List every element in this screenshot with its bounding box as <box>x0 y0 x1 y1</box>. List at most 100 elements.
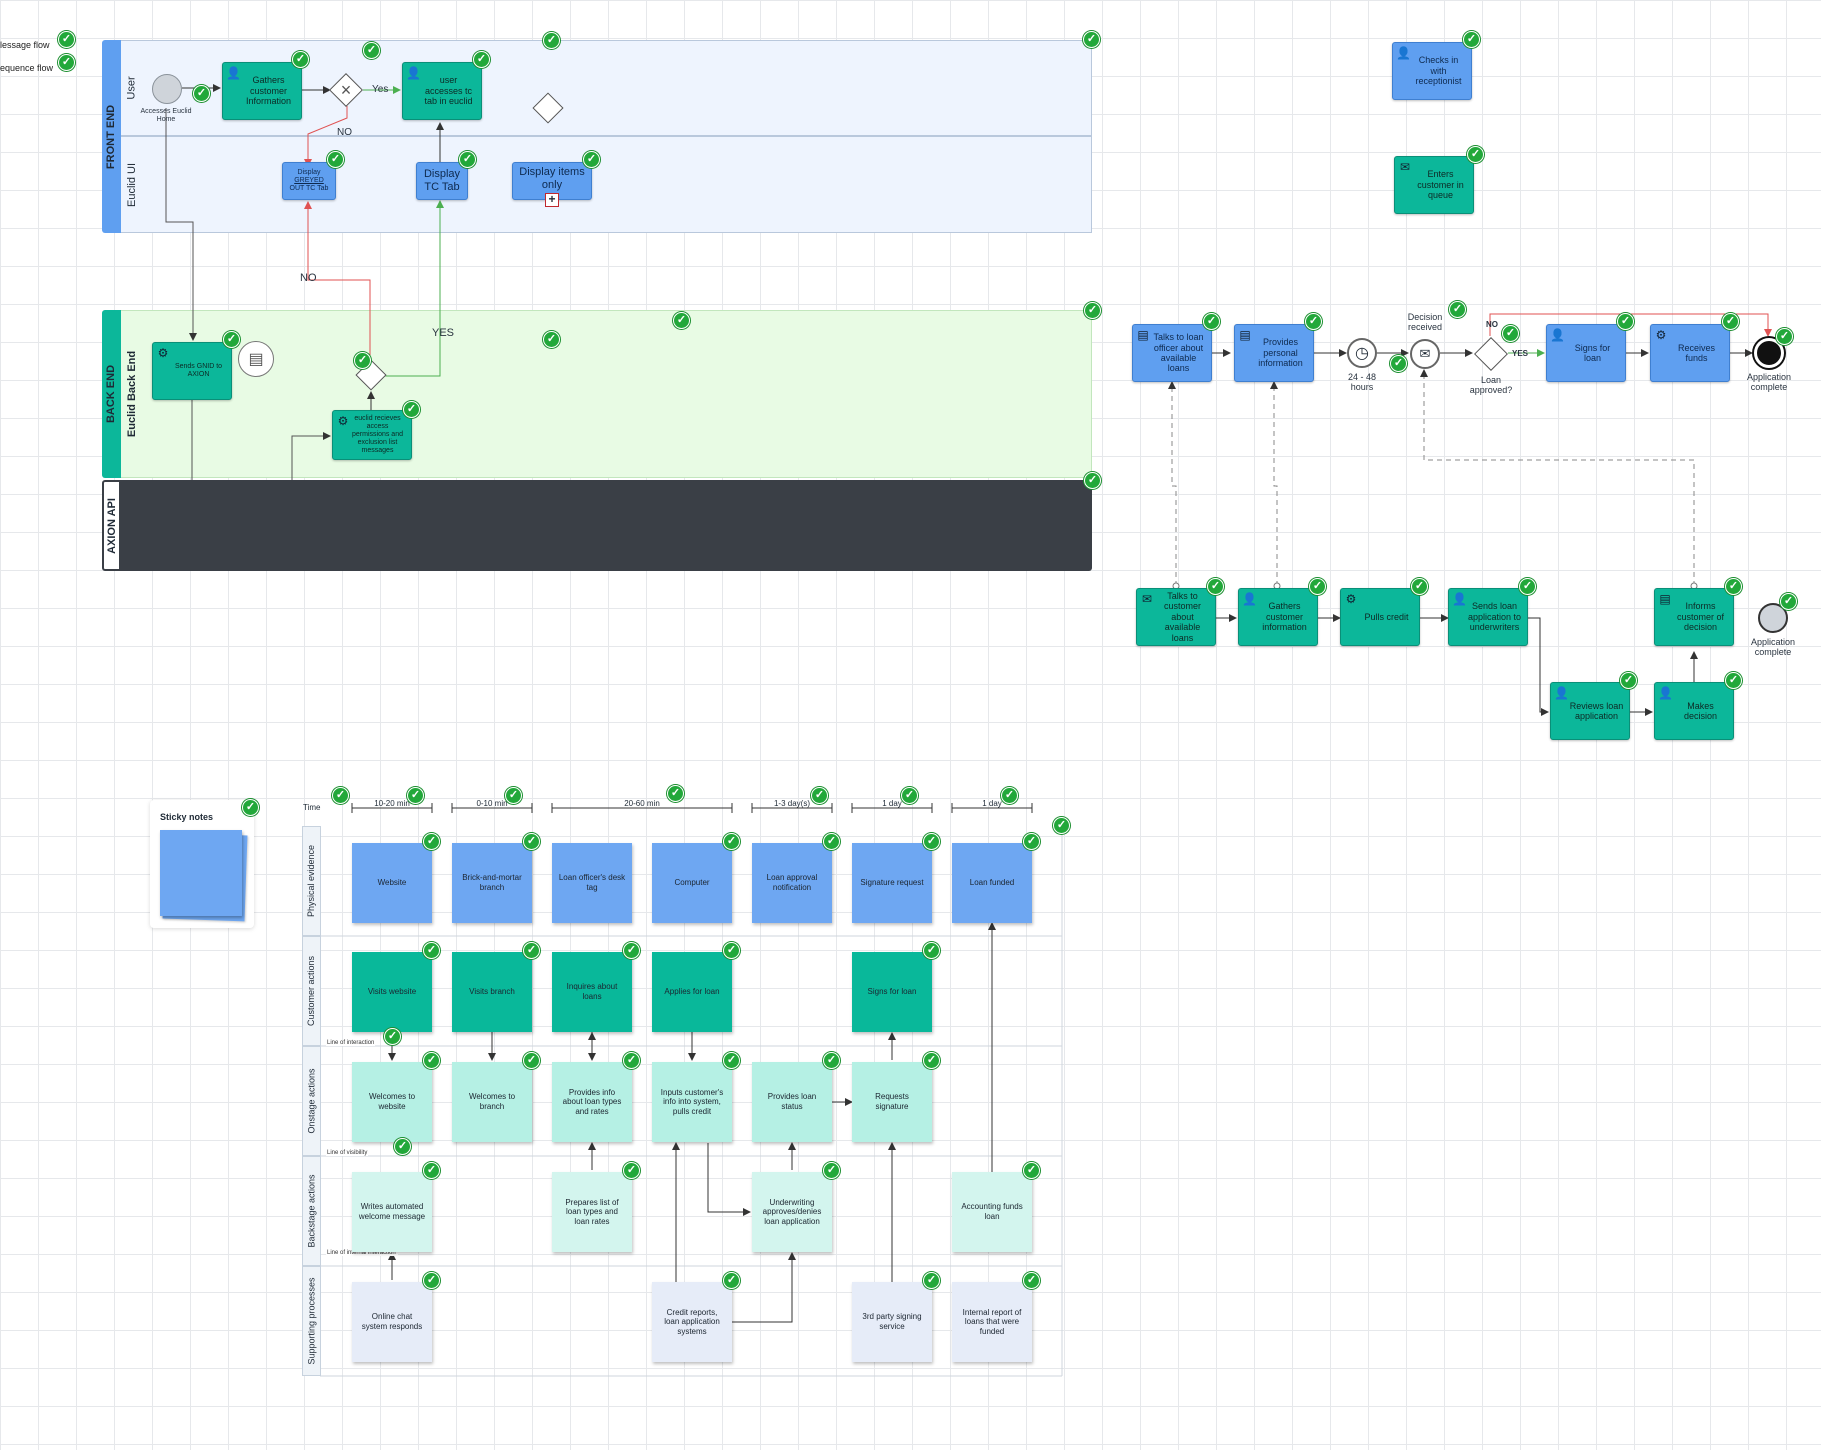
check-icon: ✓ <box>823 1162 840 1179</box>
user-icon: 👤 <box>1658 686 1673 700</box>
sticky-website[interactable]: Website <box>352 843 432 923</box>
user-icon: 👤 <box>1554 686 1569 700</box>
pool-front-end: FRONT END <box>102 40 121 233</box>
sticky-visits-branch[interactable]: Visits branch <box>452 952 532 1032</box>
sticky-underwriting[interactable]: Underwriting approves/denies loan applic… <box>752 1172 832 1252</box>
sticky-signature-request[interactable]: Signature request <box>852 843 932 923</box>
sticky-signing-service[interactable]: 3rd party signing service <box>852 1282 932 1362</box>
check-icon: ✓ <box>523 833 540 850</box>
row-customer-actions: Customer actions <box>302 936 321 1046</box>
user-icon: 👤 <box>406 66 421 80</box>
document-icon[interactable]: ▤ <box>238 341 274 377</box>
user-icon: 👤 <box>1452 592 1467 606</box>
row-backstage-actions: Backstage actions <box>302 1156 321 1266</box>
task-gathers-customer-information[interactable]: 👤 Gathers customer Information <box>222 62 302 120</box>
check-icon: ✓ <box>423 1272 440 1289</box>
envelope-icon: ✉ <box>1141 592 1153 606</box>
check-icon: ✓ <box>1776 328 1793 345</box>
time-4: 1-3 day(s) <box>773 799 810 808</box>
loan-no-label: NO <box>1486 320 1498 329</box>
gear-icon: ⚙ <box>1345 592 1357 606</box>
check-icon: ✓ <box>1725 672 1742 689</box>
start-event[interactable] <box>152 74 182 104</box>
sticky-computer[interactable]: Computer <box>652 843 732 923</box>
clock-icon[interactable]: ◷ <box>1347 338 1377 368</box>
sticky-internal-report[interactable]: Internal report of loans that were funde… <box>952 1282 1032 1362</box>
check-icon: ✓ <box>1502 325 1519 342</box>
check-icon: ✓ <box>1305 313 1322 330</box>
task-informs-customer-of-decision[interactable]: ▤ Informs customer of decision <box>1654 588 1734 646</box>
label-yes-back: YES <box>432 327 455 339</box>
task-provides-personal-information[interactable]: ▤ Provides personal information <box>1234 324 1314 382</box>
task-display-tc-tab[interactable]: Display TC Tab <box>416 162 468 200</box>
task-signs-for-loan[interactable]: 👤 Signs for loan <box>1546 324 1626 382</box>
gateway-x: × <box>340 80 352 100</box>
sticky-applies[interactable]: Applies for loan <box>652 952 732 1032</box>
sticky-automated-welcome[interactable]: Writes automated welcome message <box>352 1172 432 1252</box>
check-icon: ✓ <box>1084 302 1101 319</box>
check-icon: ✓ <box>723 1052 740 1069</box>
sticky-desk-tag[interactable]: Loan officer's desk tag <box>552 843 632 923</box>
task-talks-to-loan-officer[interactable]: ▤ Talks to loan officer about available … <box>1132 324 1212 382</box>
user-icon: 👤 <box>226 66 241 80</box>
sticky-inquires[interactable]: Inquires about loans <box>552 952 632 1032</box>
check-icon: ✓ <box>667 785 684 802</box>
check-icon: ✓ <box>623 942 640 959</box>
sticky-welcomes-website[interactable]: Welcomes to website <box>352 1062 432 1142</box>
task-checks-in-with-receptionist[interactable]: 👤 Checks in with receptionist <box>1392 42 1472 100</box>
check-icon: ✓ <box>1084 472 1101 489</box>
sticky-inputs-info[interactable]: Inputs customer's info into system, pull… <box>652 1062 732 1142</box>
sticky-approval-notification[interactable]: Loan approval notification <box>752 843 832 923</box>
sticky-online-chat[interactable]: Online chat system responds <box>352 1282 432 1362</box>
gear-icon: ⚙ <box>337 414 349 428</box>
sticky-accounting[interactable]: Accounting funds loan <box>952 1172 1032 1252</box>
check-icon: ✓ <box>1023 833 1040 850</box>
task-enters-customer-in-queue[interactable]: ✉ Enters customer in queue <box>1394 156 1474 214</box>
sticky-loan-status[interactable]: Provides loan status <box>752 1062 832 1142</box>
task-sends-loan-application[interactable]: 👤 Sends loan application to underwriters <box>1448 588 1528 646</box>
check-icon: ✓ <box>523 1052 540 1069</box>
task-talks-to-customer[interactable]: ✉ Talks to customer about available loan… <box>1136 588 1216 646</box>
document-icon: ▤ <box>1659 592 1671 606</box>
task-makes-decision[interactable]: 👤 Makes decision <box>1654 682 1734 740</box>
task-pulls-credit[interactable]: ⚙ Pulls credit <box>1340 588 1420 646</box>
sticky-visits-website[interactable]: Visits website <box>352 952 432 1032</box>
pool-axion: AXION API <box>102 480 121 571</box>
end-event-2-label: Application complete <box>1750 637 1796 658</box>
start-event-label: Accesses Euclid Home <box>140 108 192 124</box>
loan-yes-label: YES <box>1512 349 1529 358</box>
envelope-icon[interactable]: ✉ <box>1410 339 1440 369</box>
check-icon: ✓ <box>242 799 259 816</box>
document-icon: ▤ <box>1137 328 1149 342</box>
sticky-prepares-list[interactable]: Prepares list of loan types and loan rat… <box>552 1172 632 1252</box>
check-icon: ✓ <box>1449 301 1466 318</box>
sticky-welcomes-branch[interactable]: Welcomes to branch <box>452 1062 532 1142</box>
check-icon: ✓ <box>1207 578 1224 595</box>
sticky-requests-signature[interactable]: Requests signature <box>852 1062 932 1142</box>
sticky-brick-and-mortar[interactable]: Brick-and-mortar branch <box>452 843 532 923</box>
sticky-provides-info[interactable]: Provides info about loan types and rates <box>552 1062 632 1142</box>
task-receives-funds[interactable]: ⚙ Receives funds <box>1650 324 1730 382</box>
task-euclid-receives-permissions[interactable]: ⚙ euclid recieves access permissions and… <box>332 410 412 460</box>
task-gathers-customer-information-2[interactable]: 👤 Gathers customer information <box>1238 588 1318 646</box>
plus-icon[interactable]: + <box>545 193 559 207</box>
sticky-stack-front[interactable] <box>160 830 242 916</box>
check-icon: ✓ <box>811 787 828 804</box>
row-onstage-actions: Onstage actions <box>302 1046 321 1156</box>
line-of-internal-interaction: Line of internal interaction <box>326 1250 398 1256</box>
sticky-signs[interactable]: Signs for loan <box>852 952 932 1032</box>
check-icon: ✓ <box>403 401 420 418</box>
task-display-greyed-tc-tab[interactable]: Display GREYED OUT TC Tab <box>282 162 336 200</box>
check-icon: ✓ <box>394 1138 411 1155</box>
sticky-loan-funded[interactable]: Loan funded <box>952 843 1032 923</box>
check-icon: ✓ <box>623 1052 640 1069</box>
sticky-credit-reports[interactable]: Credit reports, loan application systems <box>652 1282 732 1362</box>
pool-back-end: BACK END <box>102 310 121 478</box>
check-icon: ✓ <box>1053 817 1070 834</box>
check-icon: ✓ <box>423 833 440 850</box>
task-sends-gnid-to-axion[interactable]: ⚙ Sends GNID to AXION <box>152 342 232 400</box>
timer-label: 24 - 48 hours <box>1347 372 1377 393</box>
task-reviews-loan-application[interactable]: 👤 Reviews loan application <box>1550 682 1630 740</box>
task-user-accesses-tc-tab[interactable]: 👤 user accesses tc tab in euclid <box>402 62 482 120</box>
